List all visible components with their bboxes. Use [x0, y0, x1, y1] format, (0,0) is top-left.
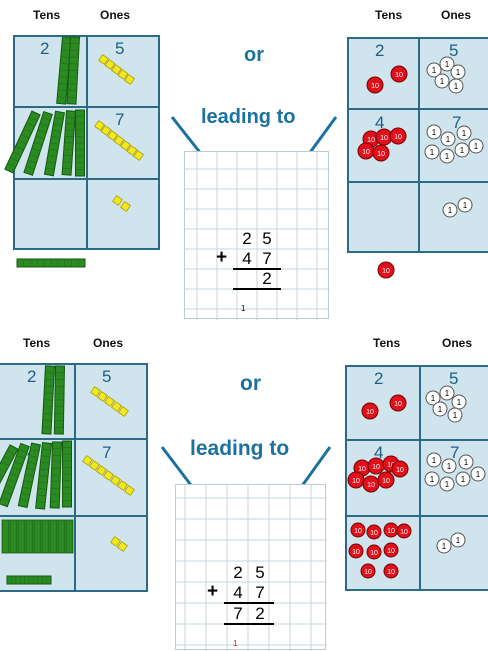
ten-counter: 10 — [392, 461, 408, 477]
counter-label: 10 — [370, 550, 378, 557]
one-counter: 1 — [459, 455, 473, 469]
ten-counter: 10 — [351, 523, 365, 537]
counter-label: 10 — [396, 467, 404, 474]
ten-counter: 10 — [378, 472, 394, 488]
counter-label: 10 — [366, 409, 374, 416]
ten-counter: 10 — [363, 476, 379, 492]
counter-label: 1 — [457, 398, 462, 407]
ten-counter: 10 — [348, 472, 364, 488]
counter-label: 1 — [447, 462, 452, 471]
counter-label: 1 — [438, 405, 443, 414]
counter-label: 10 — [358, 466, 366, 473]
counter-label: 1 — [445, 480, 450, 489]
one-counter: 1 — [471, 467, 485, 481]
one-counter: 1 — [425, 472, 439, 486]
ten-counter: 10 — [397, 524, 411, 538]
ten-counter: 10 — [362, 403, 378, 419]
counter-label: 10 — [367, 482, 375, 489]
counter-label: 10 — [352, 549, 360, 556]
counter-label: 10 — [394, 401, 402, 408]
ten-counter: 10 — [367, 525, 381, 539]
one-counter: 1 — [440, 477, 454, 491]
counter-label: 10 — [387, 548, 395, 555]
ten-counter: 10 — [367, 545, 381, 559]
counter-label: 10 — [354, 528, 362, 535]
ten-counter: 10 — [368, 458, 384, 474]
counter-label: 1 — [442, 542, 447, 551]
counter-label: 10 — [387, 569, 395, 576]
counter-label: 1 — [464, 458, 469, 467]
counter-label: 1 — [430, 475, 435, 484]
one-counter: 1 — [456, 472, 470, 486]
counter-label: 10 — [364, 569, 372, 576]
counter-label: 1 — [456, 536, 461, 545]
counter-label: 1 — [432, 456, 437, 465]
ten-counter: 10 — [390, 395, 406, 411]
counter-label: 10 — [400, 529, 408, 536]
one-counter: 1 — [448, 408, 462, 422]
one-counter: 1 — [442, 459, 456, 473]
one-counter: 1 — [451, 533, 465, 547]
ten-counter: 10 — [384, 523, 398, 537]
ten-counter: 10 — [384, 564, 398, 578]
one-counter: 1 — [452, 395, 466, 409]
counter-label: 1 — [461, 475, 466, 484]
counter-label: 1 — [445, 389, 450, 398]
ten-counter: 10 — [384, 543, 398, 557]
one-counter: 1 — [433, 402, 447, 416]
one-counter: 1 — [427, 453, 441, 467]
ten-counter: 10 — [349, 544, 363, 558]
counter-label: 10 — [352, 478, 360, 485]
one-counter: 1 — [440, 386, 454, 400]
counter-label: 1 — [476, 470, 481, 479]
counter-label: 10 — [370, 530, 378, 537]
counter-label: 10 — [387, 528, 395, 535]
counter-label: 1 — [431, 394, 436, 403]
counter-label: 10 — [372, 464, 380, 471]
ten-counter: 10 — [361, 564, 375, 578]
one-counter: 1 — [437, 539, 451, 553]
counter-label: 1 — [453, 411, 458, 420]
counter-label: 10 — [382, 478, 390, 485]
